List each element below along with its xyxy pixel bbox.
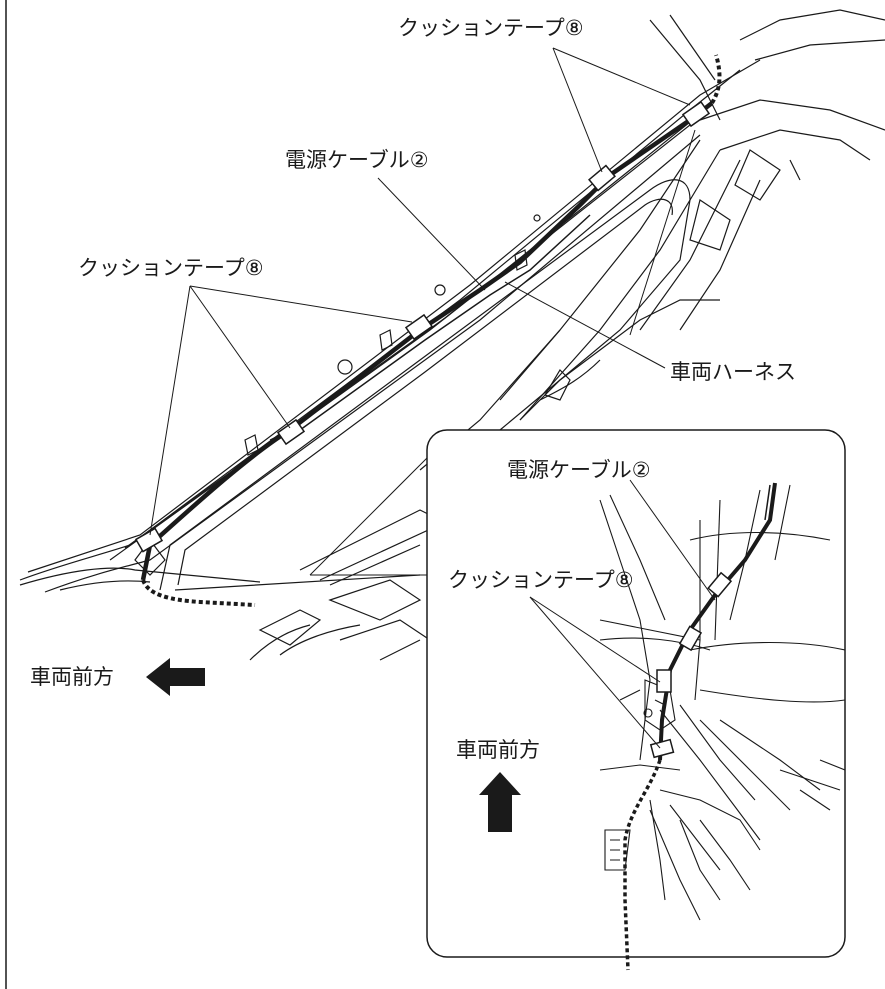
cable-dashed-end-bottom <box>141 579 256 607</box>
inset-panel <box>426 429 846 958</box>
cushion-tape-clip <box>588 164 616 192</box>
inset-power-cable-line <box>658 482 777 761</box>
power-cable-line <box>140 101 714 581</box>
cushion-tape-clip <box>404 313 434 341</box>
cable-dashed-end-top <box>710 54 722 105</box>
label-cushion-tape-top: クッションテープ⑧ <box>398 16 584 40</box>
inset-cushion-tape-clip <box>707 571 733 598</box>
arrow-left-icon <box>146 658 205 696</box>
inset-illustration <box>599 484 845 921</box>
label-vehicle-harness: 車両ハーネス <box>670 360 796 384</box>
cushion-tape-clip <box>134 527 164 553</box>
label-cushion-tape-left: クッションテープ⑧ <box>78 256 264 280</box>
cushion-tape-clip <box>276 418 306 446</box>
inset-cushion-tape-clip <box>656 669 672 693</box>
label-inset-power-cable: 電源ケーブル② <box>507 458 651 482</box>
label-power-cable: 電源ケーブル② <box>285 148 429 172</box>
leader-lines <box>149 47 696 576</box>
label-inset-vehicle-front: 車両前方 <box>456 738 540 762</box>
label-vehicle-front: 車両前方 <box>30 665 114 689</box>
arrow-up-icon <box>479 772 521 832</box>
inset-cushion-tape-clip <box>678 625 703 652</box>
cushion-tape-clip <box>681 100 711 128</box>
label-inset-cushion-tape: クッションテープ⑧ <box>448 568 634 592</box>
inset-cable-dashed-end <box>623 759 662 971</box>
